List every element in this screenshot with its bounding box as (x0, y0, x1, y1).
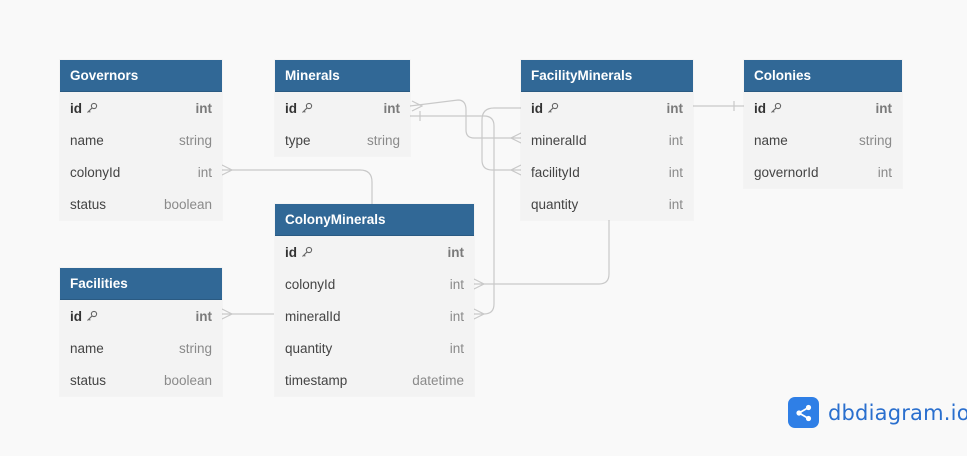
relation-crowfoot (509, 132, 522, 144)
field-name: name (70, 132, 104, 148)
field-type: int (195, 100, 213, 116)
field-type: int (449, 308, 464, 324)
brand-link[interactable]: dbdiagram.io (788, 397, 967, 428)
field-name: id (285, 244, 297, 260)
relation-crowfoot (221, 308, 234, 320)
brand-name: dbdiagram.io (828, 400, 967, 425)
field-row[interactable]: id int (60, 92, 222, 124)
relation-line (409, 99, 521, 139)
field-name: name (70, 340, 104, 356)
relation-crowfoot (473, 278, 486, 290)
field-row[interactable]: quantity int (275, 332, 474, 364)
table-title: ColonyMinerals (275, 204, 474, 236)
table-title: Minerals (275, 60, 410, 92)
field-row[interactable]: quantity int (521, 188, 693, 220)
field-row[interactable]: status boolean (60, 364, 222, 396)
field-type: int (668, 196, 683, 212)
field-type: boolean (163, 196, 212, 212)
field-name: status (70, 372, 107, 388)
field-type: boolean (163, 372, 212, 388)
field-type: int (666, 100, 684, 116)
field-name: facilityId (531, 164, 580, 180)
field-type: int (668, 164, 683, 180)
field-name: id (754, 100, 766, 116)
relation-crowfoot (509, 164, 522, 176)
field-row[interactable]: mineralId int (521, 124, 693, 156)
field-type: int (875, 100, 893, 116)
field-name: id (70, 308, 82, 324)
table-facilities[interactable]: Facilities id int name string status boo… (60, 268, 222, 396)
field-name: id (531, 100, 543, 116)
table-governors[interactable]: Governors id int name string colonyId in… (60, 60, 222, 220)
field-type: string (858, 132, 892, 148)
field-type: string (178, 132, 212, 148)
field-name: mineralId (531, 132, 587, 148)
field-name: colonyId (70, 164, 121, 180)
field-type: int (449, 340, 464, 356)
field-row[interactable]: id int (275, 236, 474, 268)
table-minerals[interactable]: Minerals id int type string (275, 60, 410, 156)
field-name: quantity (285, 340, 333, 356)
relation-line (222, 169, 373, 204)
key-icon (87, 310, 98, 321)
key-icon (87, 102, 98, 113)
table-title: Facilities (60, 268, 222, 300)
field-row[interactable]: type string (275, 124, 410, 156)
field-row[interactable]: timestamp datetime (275, 364, 474, 396)
field-row[interactable]: id int (60, 300, 222, 332)
field-row[interactable]: name string (744, 124, 902, 156)
field-type: int (449, 276, 464, 292)
field-name: governorId (754, 164, 819, 180)
field-type: datetime (412, 372, 464, 388)
field-type: int (383, 100, 401, 116)
field-type: int (197, 164, 212, 180)
field-type: string (366, 132, 400, 148)
field-name: quantity (531, 196, 579, 212)
field-type: int (195, 308, 213, 324)
field-name: timestamp (285, 372, 348, 388)
field-row[interactable]: mineralId int (275, 300, 474, 332)
field-row[interactable]: id int (275, 92, 410, 124)
field-type: int (447, 244, 465, 260)
field-name: id (70, 100, 82, 116)
relation-crowfoot (473, 308, 486, 320)
relation-line (481, 107, 521, 171)
table-title: FacilityMinerals (521, 60, 693, 92)
field-row[interactable]: colonyId int (275, 268, 474, 300)
key-icon (302, 102, 313, 113)
field-type: int (668, 132, 683, 148)
relation-crowfoot (221, 164, 234, 176)
field-row[interactable]: colonyId int (60, 156, 222, 188)
field-row[interactable]: name string (60, 124, 222, 156)
field-row[interactable]: governorId int (744, 156, 902, 188)
table-title: Colonies (744, 60, 902, 92)
field-row[interactable]: facilityId int (521, 156, 693, 188)
key-icon (548, 102, 559, 113)
relation-line (474, 218, 610, 285)
field-name: name (754, 132, 788, 148)
field-type: string (178, 340, 212, 356)
field-name: mineralId (285, 308, 341, 324)
field-name: type (285, 132, 311, 148)
table-colonies[interactable]: Colonies id int name string governorId i… (744, 60, 902, 188)
field-type: int (877, 164, 892, 180)
share-network-icon (788, 397, 819, 428)
field-name: colonyId (285, 276, 336, 292)
table-colony-minerals[interactable]: ColonyMinerals id int colonyId int miner… (275, 204, 474, 396)
field-row[interactable]: name string (60, 332, 222, 364)
table-facility-minerals[interactable]: FacilityMinerals id int mineralId int fa… (521, 60, 693, 220)
relation-crowfoot (411, 100, 424, 112)
key-icon (771, 102, 782, 113)
field-row[interactable]: id int (744, 92, 902, 124)
table-title: Governors (60, 60, 222, 92)
field-name: status (70, 196, 107, 212)
field-row[interactable]: status boolean (60, 188, 222, 220)
field-row[interactable]: id int (521, 92, 693, 124)
key-icon (302, 246, 313, 257)
field-name: id (285, 100, 297, 116)
